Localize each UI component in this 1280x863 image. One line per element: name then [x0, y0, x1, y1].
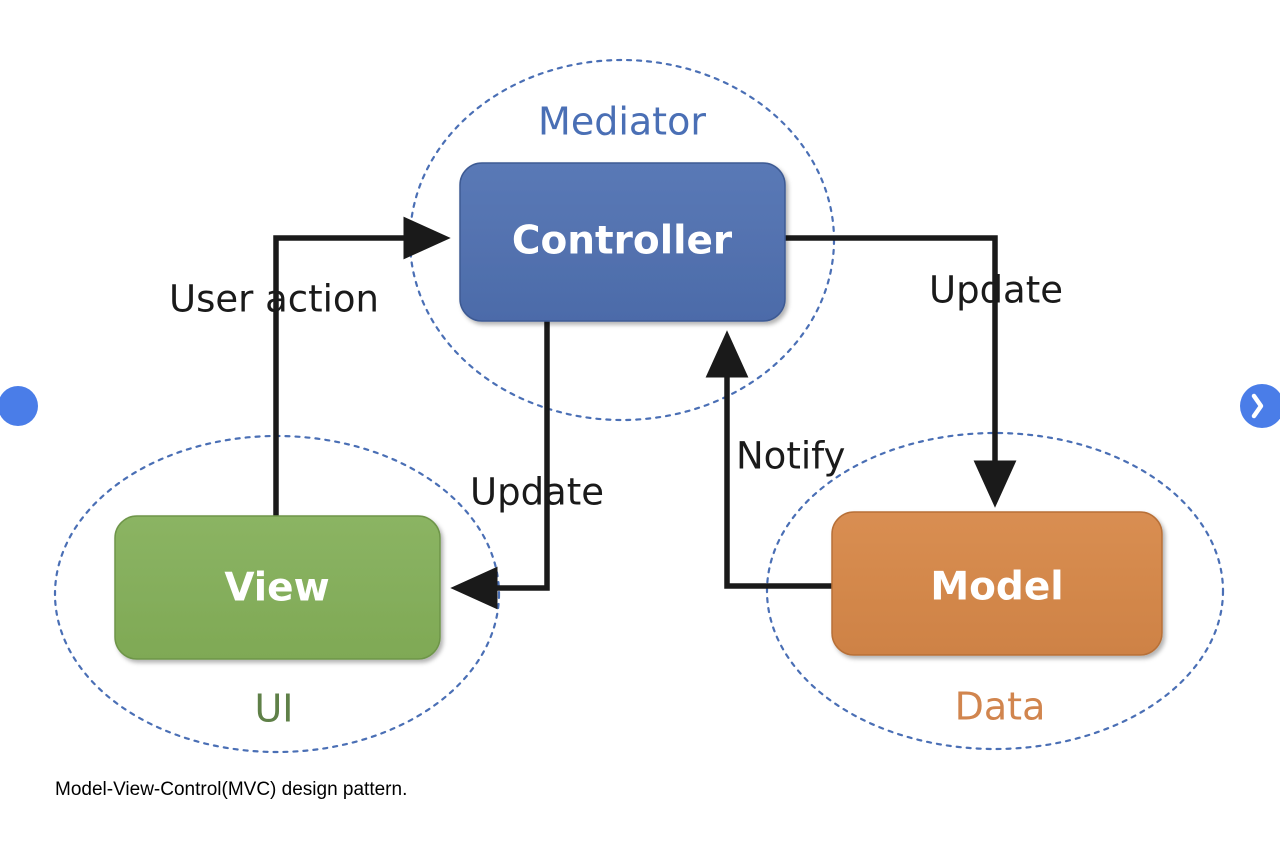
edge-model-update-path — [785, 235, 1017, 508]
previous-slide-button[interactable] — [0, 386, 38, 426]
previous-slide-circle[interactable] — [0, 386, 38, 426]
node-model[interactable]: Model — [831, 511, 1163, 656]
edge-label-notify: Notify — [736, 435, 845, 478]
next-slide-button[interactable] — [1240, 384, 1280, 428]
edge-label-user-action: User action — [169, 278, 379, 321]
node-view[interactable]: View — [114, 515, 441, 660]
model-box[interactable] — [831, 511, 1163, 656]
connectors — [273, 216, 1017, 610]
view-box[interactable] — [114, 515, 441, 660]
figure-caption: Model-View-Control(MVC) design pattern. — [55, 779, 408, 800]
edge-controller-update-view-path — [450, 321, 550, 610]
mediator-group-label: Mediator — [538, 100, 706, 144]
edge-user-action-path — [273, 216, 451, 516]
controller-box[interactable] — [459, 162, 786, 322]
edge-notify-path — [705, 330, 832, 589]
data-group-label: Data — [955, 685, 1046, 729]
node-controller[interactable]: Controller — [459, 162, 786, 322]
ui-group-label: UI — [254, 687, 293, 731]
data-group-ellipse — [765, 431, 1225, 751]
view-label: View — [224, 566, 329, 611]
controller-label: Controller — [512, 219, 733, 264]
model-label: Model — [930, 565, 1063, 610]
edge-label-update-view: Update — [470, 471, 604, 514]
edge-label-update-model: Update — [929, 269, 1063, 312]
chevron-right-icon — [1251, 393, 1264, 419]
